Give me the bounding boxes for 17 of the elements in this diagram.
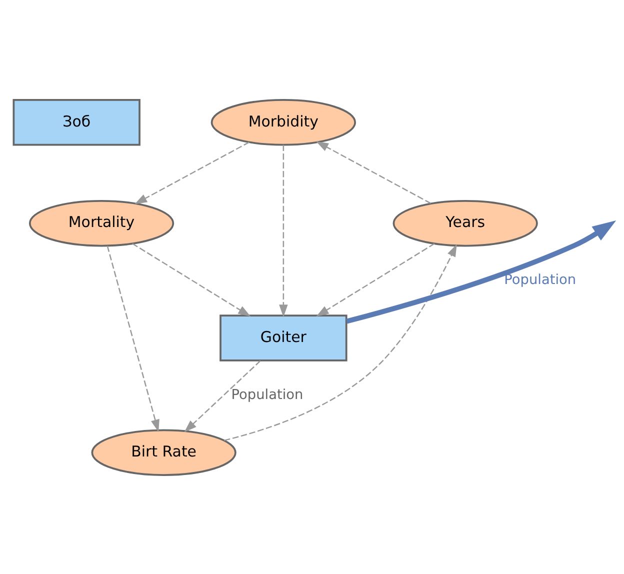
edge-label: Population <box>504 272 576 288</box>
arrow <box>184 360 261 432</box>
arrow <box>224 244 457 441</box>
node-ellipse: Morbidity <box>210 98 356 146</box>
edge-label: Population <box>231 386 304 402</box>
arrow <box>106 245 160 432</box>
arrow <box>279 144 288 317</box>
node-ellipse: Birt Rate <box>91 428 236 476</box>
arrow <box>132 242 251 316</box>
node-box: Зоб <box>12 98 140 146</box>
arrow <box>316 140 431 204</box>
node-ellipse: Mortality <box>28 199 174 246</box>
arrow <box>346 220 616 324</box>
arrow <box>134 141 250 204</box>
node-box: Goiter <box>220 314 348 361</box>
node-ellipse: Years <box>392 199 538 246</box>
arrow <box>316 242 435 316</box>
